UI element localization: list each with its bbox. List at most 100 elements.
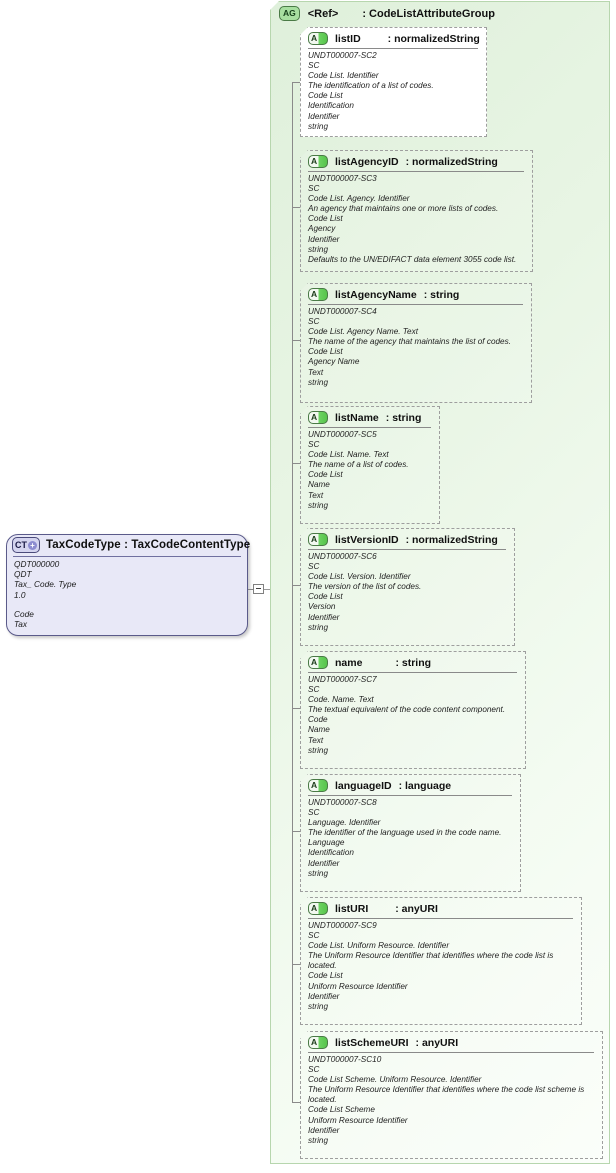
- attribute-badge: A: [308, 902, 328, 915]
- collapse-toggle-icon[interactable]: [253, 584, 264, 594]
- attribute-box-listAgencyID[interactable]: A listAgencyID : normalizedString UNDT00…: [300, 150, 533, 272]
- attribute-annotations: UNDT000007-SC10 SC Code List Scheme. Uni…: [301, 1053, 602, 1146]
- attribute-box-listAgencyName[interactable]: A listAgencyName : string UNDT000007-SC4…: [300, 283, 532, 403]
- annotation-line: SC: [308, 1065, 320, 1075]
- annotation-line: SC: [308, 808, 320, 818]
- attribute-name: listName: [335, 411, 379, 424]
- attribute-divider: [308, 171, 524, 172]
- annotation-line: Identifier: [308, 991, 340, 1001]
- attribute-header: A listAgencyName : string: [301, 284, 531, 301]
- attribute-group-header: AG <Ref> : CodeListAttributeGroup: [279, 6, 495, 21]
- attribute-badge: A: [308, 288, 328, 301]
- annotation-line: Code List Scheme. Uniform Resource. Iden…: [308, 1075, 482, 1085]
- attribute-divider: [308, 795, 512, 796]
- attribute-name: languageID: [335, 779, 392, 792]
- annotation-line: The Uniform Resource Identifier that ide…: [308, 1085, 585, 1105]
- annotation-line: Code List: [308, 592, 343, 602]
- annotation-line: Language: [308, 838, 345, 848]
- root-type-annotations: QDT000000 QDT Tax_ Code. Type 1.0 Code T…: [7, 557, 247, 629]
- attribute-box-languageID[interactable]: A languageID : language UNDT000007-SC8 S…: [300, 774, 521, 892]
- attr-stub: [292, 463, 300, 464]
- annotation-line: SC: [308, 184, 320, 194]
- attr-stub: [292, 207, 300, 208]
- attribute-annotations: UNDT000007-SC7 SC Code. Name. Text The t…: [301, 673, 525, 756]
- attribute-annotations: UNDT000007-SC5 SC Code List. Name. Text …: [301, 428, 439, 511]
- attr-stub: [292, 82, 300, 83]
- annotation-line: Defaults to the UN/EDIFACT data element …: [308, 254, 517, 264]
- annotation-line: string: [308, 244, 329, 254]
- annotation-line: Identification: [308, 848, 354, 858]
- attribute-annotations: UNDT000007-SC2 SC Code List. Identifier …: [301, 49, 486, 132]
- annotation-line: QDT000000: [14, 559, 60, 569]
- attribute-group-type-label: : CodeListAttributeGroup: [362, 7, 495, 20]
- attribute-divider: [308, 918, 573, 919]
- attribute-connector-rail: [292, 82, 293, 1102]
- attribute-type: : anyURI: [415, 1036, 459, 1049]
- attribute-box-listName[interactable]: A listName : string UNDT000007-SC5 SC Co…: [300, 406, 440, 524]
- attribute-box-listID[interactable]: A listID : normalizedString UNDT000007-S…: [300, 27, 487, 137]
- annotation-line: Name: [308, 480, 330, 490]
- attribute-divider: [308, 1052, 594, 1053]
- annotation-line: Identifier: [308, 111, 340, 121]
- attribute-group-ref-label: <Ref>: [307, 7, 339, 20]
- annotation-line: UNDT000007-SC3: [308, 174, 377, 183]
- attribute-badge: A: [308, 155, 328, 168]
- attribute-annotations: UNDT000007-SC3 SC Code List. Agency. Ide…: [301, 172, 532, 265]
- attribute-badge: A: [308, 779, 328, 792]
- attribute-box-listSchemeURI[interactable]: A listSchemeURI : anyURI UNDT000007-SC10…: [300, 1031, 603, 1159]
- annotation-line: Tax_ Code. Type: [14, 579, 77, 590]
- attribute-group-container[interactable]: AG <Ref> : CodeListAttributeGroup A list…: [270, 1, 610, 1164]
- annotation-line: Tax: [14, 619, 28, 630]
- annotation-line: string: [308, 1001, 329, 1011]
- annotation-line: Code List. Agency Name. Text: [308, 327, 418, 337]
- attribute-box-listVersionID[interactable]: A listVersionID : normalizedString UNDT0…: [300, 528, 515, 646]
- attribute-box-listURI[interactable]: A listURI : anyURI UNDT000007-SC9 SC Cod…: [300, 897, 582, 1025]
- attribute-name: name: [335, 656, 363, 669]
- attribute-name: listAgencyName: [335, 288, 417, 301]
- annotation-line: Code List. Version. Identifier: [308, 572, 411, 582]
- attribute-divider: [308, 427, 431, 428]
- annotation-line: Agency: [308, 224, 336, 234]
- annotation-line: The name of a list of codes.: [308, 460, 409, 470]
- attribute-box-name[interactable]: A name : string UNDT000007-SC7 SC Code. …: [300, 651, 526, 769]
- complex-type-badge[interactable]: CT+: [12, 537, 40, 553]
- annotation-line: The identifier of the language used in t…: [308, 828, 502, 838]
- annotation-line: SC: [308, 562, 320, 572]
- annotation-line: Identifier: [308, 234, 340, 244]
- root-type-box[interactable]: CT+ TaxCodeType : TaxCodeContentType QDT…: [6, 534, 250, 636]
- annotation-line: Agency Name: [308, 357, 360, 367]
- annotation-line: Code List Scheme: [308, 1105, 375, 1115]
- annotation-line: Text: [308, 735, 324, 745]
- attribute-name: listSchemeURI: [335, 1036, 409, 1049]
- annotation-line: Identifier: [308, 858, 340, 868]
- attribute-divider: [308, 48, 478, 49]
- annotation-line: Identifier: [308, 612, 340, 622]
- annotation-line: Code List: [308, 214, 343, 224]
- annotation-line: UNDT000007-SC6: [308, 552, 377, 561]
- attribute-header: A listAgencyID : normalizedString: [301, 151, 532, 168]
- annotation-line: string: [308, 1135, 329, 1145]
- connector-line-left: [248, 589, 254, 590]
- annotation-line: UNDT000007-SC10: [308, 1055, 382, 1064]
- attribute-type: : string: [395, 656, 432, 669]
- attr-stub: [292, 831, 300, 832]
- annotation-line: SC: [308, 440, 320, 450]
- annotation-line: string: [308, 377, 329, 387]
- annotation-line: Code: [308, 715, 328, 725]
- annotation-line: Code List: [308, 347, 343, 357]
- annotation-line: The identification of a list of codes.: [308, 81, 434, 91]
- annotation-line: The name of the agency that maintains th…: [308, 337, 511, 347]
- annotation-line: Identifier: [308, 1125, 340, 1135]
- annotation-line: Code List: [308, 91, 343, 101]
- root-type-header: CT+ TaxCodeType : TaxCodeContentType: [7, 535, 250, 555]
- annotation-line: Text: [308, 367, 324, 377]
- attribute-type: : language: [398, 779, 452, 792]
- attr-stub: [292, 585, 300, 586]
- attribute-badge: A: [308, 411, 328, 424]
- attribute-annotations: UNDT000007-SC8 SC Language. Identifier T…: [301, 796, 520, 879]
- attribute-badge: A: [308, 656, 328, 669]
- attribute-header: A listSchemeURI : anyURI: [301, 1032, 602, 1049]
- annotation-line: Text: [308, 490, 324, 500]
- annotation-line: UNDT000007-SC5: [308, 430, 377, 439]
- expand-plus-icon[interactable]: +: [28, 540, 37, 550]
